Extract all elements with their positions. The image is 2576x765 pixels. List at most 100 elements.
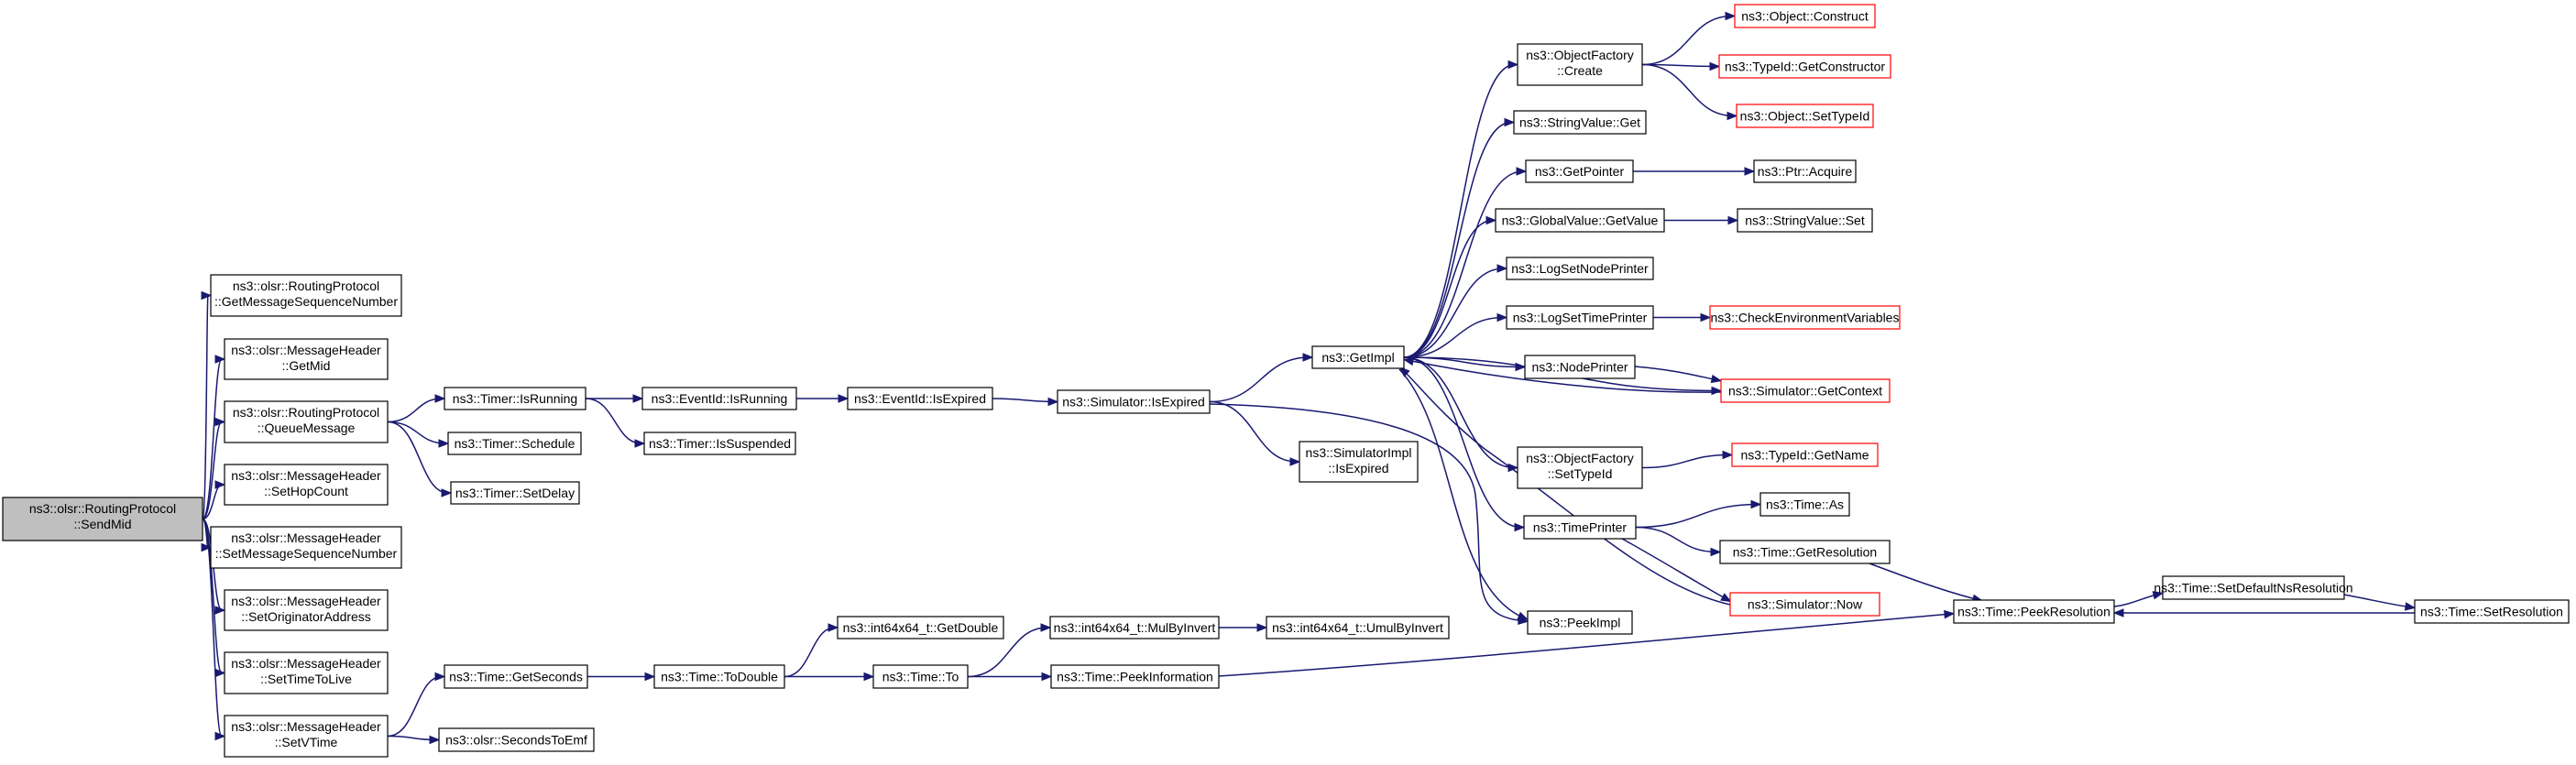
node-globalvalueget[interactable]: ns3::GlobalValue::GetValue bbox=[1495, 208, 1665, 233]
node-label: ns3::Time::As bbox=[1766, 497, 1844, 512]
node-setres[interactable]: ns3::Time::SetResolution bbox=[2414, 599, 2570, 624]
node-box bbox=[1719, 540, 1891, 564]
node-checkenv[interactable]: ns3::CheckEnvironmentVariables bbox=[1709, 305, 1901, 330]
node-box bbox=[1049, 616, 1220, 639]
node-label: ns3::Simulator::IsExpired bbox=[1062, 395, 1205, 410]
node-box bbox=[1057, 389, 1211, 414]
edge-queuemsg-to-timerrunning bbox=[387, 394, 446, 423]
edge-timeprinter-to-simnow bbox=[1621, 538, 1732, 603]
node-timerschedule[interactable]: ns3::Timer::Schedule bbox=[447, 432, 582, 455]
node-getmsgseq[interactable]: ns3::olsr::RoutingProtocol::GetMessageSe… bbox=[210, 274, 402, 317]
node-box bbox=[1953, 599, 2115, 624]
node-lognodeprinter[interactable]: ns3::LogSetNodePrinter bbox=[1506, 257, 1654, 280]
node-eventrunning[interactable]: ns3::EventId::IsRunning bbox=[641, 387, 797, 410]
node-simimplexpired[interactable]: ns3::SimulatorImpl::IsExpired bbox=[1299, 441, 1419, 483]
node-label: ns3::Time::To bbox=[882, 670, 959, 684]
node-label: ns3::Ptr::Acquire bbox=[1758, 164, 1853, 179]
node-setmsgseq[interactable]: ns3::olsr::MessageHeader::SetMessageSequ… bbox=[210, 526, 402, 569]
node-secondstoemf[interactable]: ns3::olsr::SecondsToEmf bbox=[438, 727, 595, 752]
node-label: ns3::GetImpl bbox=[1321, 350, 1394, 365]
node-box bbox=[1299, 441, 1419, 483]
node-objconstruct[interactable]: ns3::Object::Construct bbox=[1734, 4, 1876, 28]
node-box bbox=[1495, 208, 1665, 233]
node-box bbox=[224, 651, 389, 694]
node-box bbox=[643, 432, 796, 455]
node-peekres[interactable]: ns3::Time::PeekResolution bbox=[1953, 599, 2115, 624]
node-label: ::IsExpired bbox=[1328, 461, 1388, 475]
node-sethop[interactable]: ns3::olsr::MessageHeader::SetHopCount bbox=[224, 464, 389, 506]
node-box bbox=[447, 432, 582, 455]
node-setttl[interactable]: ns3::olsr::MessageHeader::SetTimeToLive bbox=[224, 651, 389, 694]
node-label: ns3::LogSetNodePrinter bbox=[1511, 261, 1649, 276]
node-objsettypeid[interactable]: ns3::Object::SetTypeId bbox=[1736, 104, 1874, 128]
node-sendmid[interactable]: ns3::olsr::RoutingProtocol::SendMid bbox=[2, 497, 203, 541]
edge-eventexpired-to-simexpired bbox=[992, 397, 1059, 407]
edge-setvtime-to-timegetseconds bbox=[387, 672, 446, 738]
node-label: ::SetHopCount bbox=[264, 484, 348, 498]
node-box bbox=[2414, 599, 2570, 624]
node-typeidgetname[interactable]: ns3::TypeId::GetName bbox=[1731, 443, 1879, 467]
node-getpointer[interactable]: ns3::GetPointer bbox=[1525, 159, 1634, 183]
node-typeidgetctor[interactable]: ns3::TypeId::GetConstructor bbox=[1718, 54, 1891, 79]
node-label: ns3::Timer::Schedule bbox=[455, 436, 575, 451]
edge-eventrunning-to-eventexpired bbox=[796, 394, 850, 403]
node-setorig[interactable]: ns3::olsr::MessageHeader::SetOriginatorA… bbox=[224, 589, 389, 631]
node-label: ns3::olsr::MessageHeader bbox=[231, 530, 381, 545]
node-ptracquire[interactable]: ns3::Ptr::Acquire bbox=[1753, 159, 1857, 183]
node-getimpl[interactable]: ns3::GetImpl bbox=[1311, 345, 1405, 369]
node-label: ns3::Time::ToDouble bbox=[661, 670, 778, 684]
node-label: ::GetMessageSequenceNumber bbox=[214, 294, 398, 309]
node-logtimeprinter[interactable]: ns3::LogSetTimePrinter bbox=[1506, 305, 1654, 330]
node-label: ns3::NodePrinter bbox=[1531, 360, 1628, 375]
node-label: ns3::ObjectFactory bbox=[1526, 451, 1634, 465]
node-getmid[interactable]: ns3::olsr::MessageHeader::GetMid bbox=[224, 338, 389, 380]
edge-getimpl-to-peekimpl bbox=[1398, 368, 1529, 620]
node-queuemsg[interactable]: ns3::olsr::RoutingProtocol::QueueMessage bbox=[224, 400, 389, 443]
node-box bbox=[224, 400, 389, 443]
node-getdouble[interactable]: ns3::int64x64_t::GetDouble bbox=[837, 616, 1004, 639]
node-box bbox=[641, 387, 797, 410]
node-timersuspended[interactable]: ns3::Timer::IsSuspended bbox=[643, 432, 796, 455]
node-label: ns3::int64x64_t::MulByInvert bbox=[1054, 620, 1216, 635]
node-label: ns3::Time::GetSeconds bbox=[449, 670, 583, 684]
node-peekinfo[interactable]: ns3::Time::PeekInformation bbox=[1050, 664, 1220, 689]
node-label: ::SendMid bbox=[73, 517, 131, 531]
edge-objfactsettypeid-to-typeidgetname bbox=[1641, 450, 1734, 469]
node-nodeprinter[interactable]: ns3::NodePrinter bbox=[1524, 355, 1636, 379]
node-objfactcreate[interactable]: ns3::ObjectFactory::Create bbox=[1517, 43, 1643, 86]
node-timerrunning[interactable]: ns3::Timer::IsRunning bbox=[444, 387, 586, 410]
node-label: ns3::olsr::MessageHeader bbox=[231, 343, 381, 357]
node-mulbyinvert[interactable]: ns3::int64x64_t::MulByInvert bbox=[1049, 616, 1220, 639]
node-simnow[interactable]: ns3::Simulator::Now bbox=[1729, 592, 1880, 617]
node-simexpired[interactable]: ns3::Simulator::IsExpired bbox=[1057, 389, 1211, 414]
node-label: ns3::TypeId::GetName bbox=[1740, 448, 1869, 463]
node-stringvalueget[interactable]: ns3::StringValue::Get bbox=[1513, 110, 1647, 135]
node-label: ns3::Time::PeekInformation bbox=[1057, 670, 1213, 684]
edge-getimpl-to-getpointer bbox=[1403, 167, 1528, 358]
edge-sendmid-to-sethop bbox=[202, 480, 226, 520]
node-objfactsettypeid[interactable]: ns3::ObjectFactory::SetTypeId bbox=[1517, 446, 1643, 489]
node-label: ns3::SimulatorImpl bbox=[1306, 445, 1412, 460]
node-timegetseconds[interactable]: ns3::Time::GetSeconds bbox=[444, 664, 588, 689]
node-simgetcontext[interactable]: ns3::Simulator::GetContext bbox=[1720, 378, 1891, 403]
node-timeas[interactable]: ns3::Time::As bbox=[1759, 492, 1850, 517]
edge-globalvalueget-to-stringvalueset bbox=[1664, 215, 1739, 225]
node-box bbox=[1527, 610, 1633, 635]
node-box bbox=[1525, 159, 1634, 183]
node-peekimpl[interactable]: ns3::PeekImpl bbox=[1527, 610, 1633, 635]
node-setvtime[interactable]: ns3::olsr::MessageHeader::SetVTime bbox=[224, 715, 389, 758]
node-label: ns3::Object::Construct bbox=[1741, 9, 1869, 24]
node-timersetdelay[interactable]: ns3::Timer::SetDelay bbox=[450, 481, 580, 505]
node-timeto[interactable]: ns3::Time::To bbox=[872, 664, 969, 689]
edge-sendmid-to-getmid bbox=[202, 355, 226, 520]
node-box bbox=[1737, 208, 1873, 233]
node-box bbox=[1517, 43, 1643, 86]
node-umulbyinvert[interactable]: ns3::int64x64_t::UmulByInvert bbox=[1266, 616, 1450, 639]
node-timeprinter[interactable]: ns3::TimePrinter bbox=[1523, 515, 1637, 540]
node-label: ns3::Simulator::Now bbox=[1748, 597, 1863, 612]
node-timegetres[interactable]: ns3::Time::GetResolution bbox=[1719, 540, 1891, 564]
node-setdefaultns[interactable]: ns3::Time::SetDefaultNsResolution bbox=[2154, 575, 2353, 600]
node-stringvalueset[interactable]: ns3::StringValue::Set bbox=[1737, 208, 1873, 233]
node-eventexpired[interactable]: ns3::EventId::IsExpired bbox=[847, 387, 993, 410]
node-timetodouble[interactable]: ns3::Time::ToDouble bbox=[653, 664, 785, 689]
